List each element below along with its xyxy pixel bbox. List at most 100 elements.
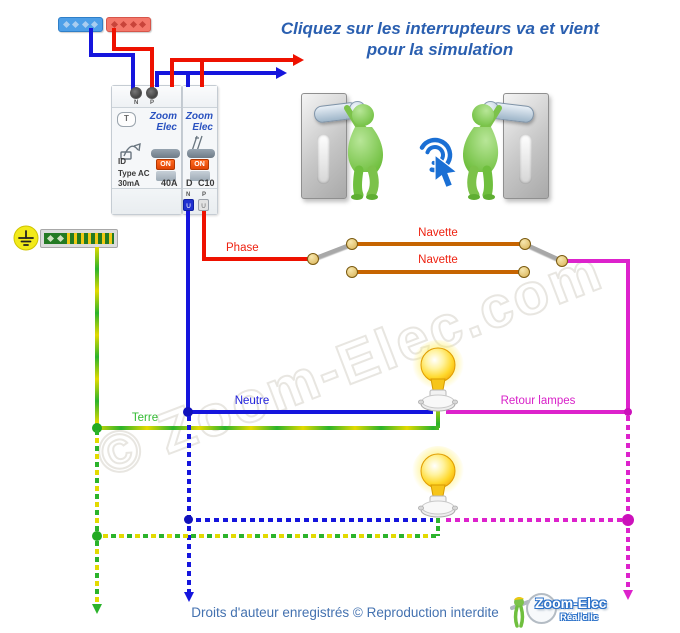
brand-line: Elec (192, 122, 213, 133)
terminal-dot-icon (62, 20, 70, 29)
navette-top-wire (352, 242, 525, 246)
switch-2-common-contact[interactable] (556, 255, 568, 267)
neutre-wire-vertical (186, 205, 190, 412)
phase-feed-wire (150, 47, 154, 91)
phase-feed-wire (112, 47, 154, 51)
retour-dashed-continuation (626, 528, 630, 590)
terre-arrow-down-icon (92, 604, 102, 614)
neutre-label: Neutre (234, 395, 270, 407)
neutre-junction-dot-2 (184, 515, 193, 524)
differential-terminal-p-label: P (150, 100, 155, 106)
differential-on-button[interactable]: ON (156, 159, 175, 170)
switch-2-top-contact[interactable] (519, 238, 531, 250)
brand-line: Elec (156, 122, 177, 133)
phase-distribution-wire (170, 58, 294, 62)
retour-lampes-label: Retour lampes (500, 395, 576, 407)
brand-line: Zoom (185, 111, 213, 122)
breaker-terminal-p-label: P (202, 192, 207, 198)
breaker-curve: D (186, 178, 193, 188)
breaker-terminal-n: ∪ (183, 199, 194, 211)
terminal-dot-icon (129, 20, 137, 29)
switch-1-common-contact[interactable] (307, 253, 319, 265)
differential-symbol-icon (120, 142, 141, 160)
terre-wire-horizontal (95, 426, 439, 430)
navette-top-label: Navette (418, 227, 458, 239)
neutre-dashed-continuation (187, 526, 191, 592)
retour-arrow-down-icon (623, 590, 633, 600)
terre-lamp-drop-dashed (436, 510, 440, 536)
breaker-terminal-p: ∪ (198, 199, 209, 211)
phase-distribution-wire (200, 58, 204, 87)
logo-subtitle: Réal'clic (560, 612, 599, 623)
terre-lamp-drop (436, 402, 440, 428)
phase-supply-strip (106, 17, 151, 32)
earth-bar-body (44, 233, 114, 244)
retour-junction-dot (624, 408, 632, 416)
neutral-feed-wire (89, 28, 93, 57)
differential-top-cap (112, 86, 181, 108)
terminal-dot-icon (120, 20, 128, 29)
differential-breaker-module: T Zoom Elec ON ID Type AC 30mA 40A (111, 85, 182, 215)
zoom-elec-logo: Zoom-Elec Réal'clic (510, 588, 630, 632)
logo-mascot-icon (510, 597, 530, 628)
retour-dashed-vertical (626, 416, 630, 516)
terre-junction-dot-2 (92, 531, 102, 541)
title-line-1: Cliquez sur les interrupteurs va et vien… (280, 19, 600, 38)
phase-label: Phase (226, 242, 259, 254)
terminal-dot-icon (46, 234, 55, 243)
retour-dashed-horizontal (446, 518, 628, 522)
person-figure-left[interactable] (340, 98, 394, 200)
test-button[interactable]: T (117, 112, 136, 127)
terminal-dot-icon (81, 20, 89, 29)
differential-model: ID (118, 157, 126, 166)
phase-arrow-icon (293, 54, 304, 66)
breaker-rating: C10 (198, 178, 215, 188)
terre-junction-dot (92, 423, 102, 433)
phase-feed-wire (112, 28, 116, 51)
earth-bar-stripes (67, 233, 114, 244)
terre-label: Terre (131, 412, 159, 424)
terminal-dot-icon (72, 20, 80, 29)
differential-brand: Zoom Elec (150, 111, 177, 133)
navette-bottom-label: Navette (418, 254, 458, 266)
neutral-distribution-wire (155, 71, 159, 87)
terre-dashed-horizontal (95, 534, 439, 538)
retour-switch-wire (626, 259, 630, 414)
navette-bottom-wire (352, 270, 524, 274)
screw-terminal (130, 87, 142, 99)
breaker-on-button[interactable]: ON (190, 159, 209, 170)
wall-switch-1-slot (317, 134, 330, 184)
breaker-off-button[interactable] (190, 171, 210, 181)
terre-dashed-vertical (95, 430, 99, 533)
neutral-distribution-wire (186, 71, 190, 87)
differential-off-button[interactable] (156, 171, 176, 181)
neutre-dashed-vertical (187, 416, 191, 517)
title-line-2: pour la simulation (366, 40, 514, 59)
switch-1-top-contact[interactable] (346, 238, 358, 250)
terminal-dot-icon (91, 20, 99, 29)
screw-terminal (146, 87, 158, 99)
differential-terminal-n-label: N (134, 100, 139, 106)
neutre-arrow-down-icon (184, 592, 194, 602)
neutre-wire-horizontal (187, 410, 433, 414)
person-figure-right[interactable] (452, 98, 506, 200)
differential-sensitivity: 30mA (118, 179, 140, 188)
lamp-1-bulb-icon (412, 340, 464, 412)
phase-distribution-wire (170, 58, 174, 87)
earth-terminal-bar (40, 229, 118, 248)
switch-2-bottom-contact[interactable] (518, 266, 530, 278)
terre-dashed-continuation (95, 541, 99, 604)
differential-rating: 40A (161, 178, 178, 188)
switch-1-bottom-contact[interactable] (346, 266, 358, 278)
click-icon (417, 137, 459, 189)
brand-line: Zoom (149, 111, 177, 122)
neutral-distribution-wire (155, 71, 277, 75)
terre-wire-vertical (95, 247, 99, 428)
differential-bottom-cap (112, 188, 181, 214)
phase-wire-horizontal (202, 257, 315, 261)
breaker-terminal-n-label: N (186, 192, 191, 198)
phase-wire-vertical (202, 205, 206, 261)
earth-symbol-icon (13, 225, 39, 251)
breaker-top-cap (183, 86, 217, 108)
